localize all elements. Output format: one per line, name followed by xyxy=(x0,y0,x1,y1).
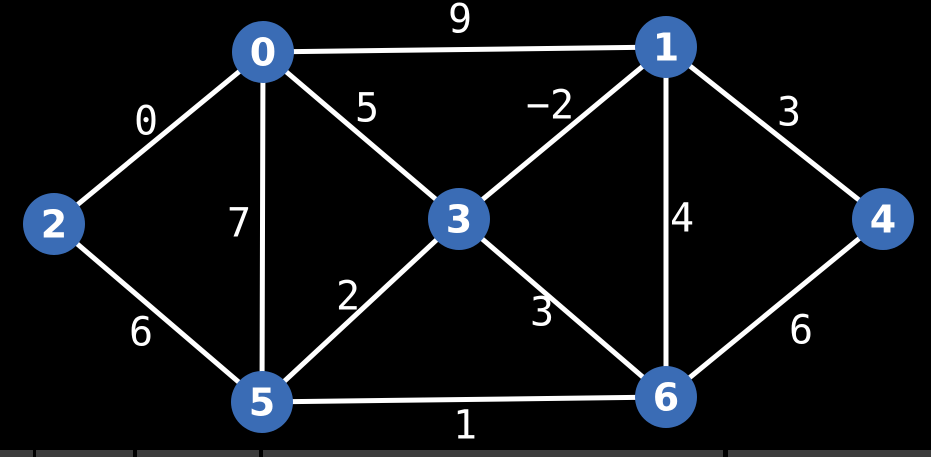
graph-node-3 xyxy=(428,188,490,250)
edge-weight-1-4: 3 xyxy=(777,89,801,135)
table-strip-cell-2 xyxy=(137,450,259,457)
node-label-0: 0 xyxy=(250,31,276,75)
edge-weight-2-5: 6 xyxy=(129,309,153,355)
graph-edge-0-3 xyxy=(260,49,462,222)
node-label-5: 5 xyxy=(249,381,275,425)
node-label-6: 6 xyxy=(653,376,679,420)
graph-edge-0-5 xyxy=(259,49,266,405)
graph-edge-3-5 xyxy=(259,216,462,405)
edge-weight-5-6: 1 xyxy=(453,402,477,448)
table-strip-cell-3 xyxy=(263,450,723,457)
graph-edge-1-3 xyxy=(456,44,669,222)
edge-label-layer: 9 0 5 7 −2 3 4 6 2 3 6 1 xyxy=(129,0,813,448)
edge-weight-0-2: 0 xyxy=(134,98,158,144)
table-strip-cell-0 xyxy=(0,450,33,457)
edge-weight-4-6: 6 xyxy=(789,307,813,353)
node-label-1: 1 xyxy=(653,26,679,70)
edge-layer xyxy=(51,44,886,405)
graph-edge-0-1 xyxy=(260,44,669,55)
edge-weight-1-6: 4 xyxy=(670,195,694,241)
edge-weight-0-5: 7 xyxy=(227,200,251,246)
graph-edge-2-5 xyxy=(51,221,265,405)
edge-weight-3-6: 3 xyxy=(530,289,554,335)
graph-node-5 xyxy=(231,371,293,433)
graph-edge-4-6 xyxy=(663,216,886,400)
node-label-4: 4 xyxy=(870,198,896,242)
node-label-2: 2 xyxy=(41,203,67,247)
table-strip-layer xyxy=(0,450,931,457)
edge-weight-0-1: 9 xyxy=(448,0,472,42)
table-strip-cell-4 xyxy=(728,450,931,457)
graph-edge-3-6 xyxy=(456,216,669,400)
graph-edge-5-6 xyxy=(259,394,669,405)
graph-node-2 xyxy=(23,193,85,255)
node-layer: 0 1 2 3 4 5 6 xyxy=(23,16,914,433)
edge-weight-1-3: −2 xyxy=(526,82,574,128)
table-strip-cell-1 xyxy=(36,450,133,457)
graph-node-4 xyxy=(852,188,914,250)
node-label-3: 3 xyxy=(446,198,472,242)
graph-edge-0-2 xyxy=(51,49,266,227)
graph-node-6 xyxy=(635,366,697,428)
graph-node-0 xyxy=(232,21,294,83)
edge-weight-0-3: 5 xyxy=(355,85,379,131)
edge-weight-3-5: 2 xyxy=(336,273,360,319)
graph-node-1 xyxy=(635,16,697,78)
graph-edge-1-4 xyxy=(663,44,886,222)
